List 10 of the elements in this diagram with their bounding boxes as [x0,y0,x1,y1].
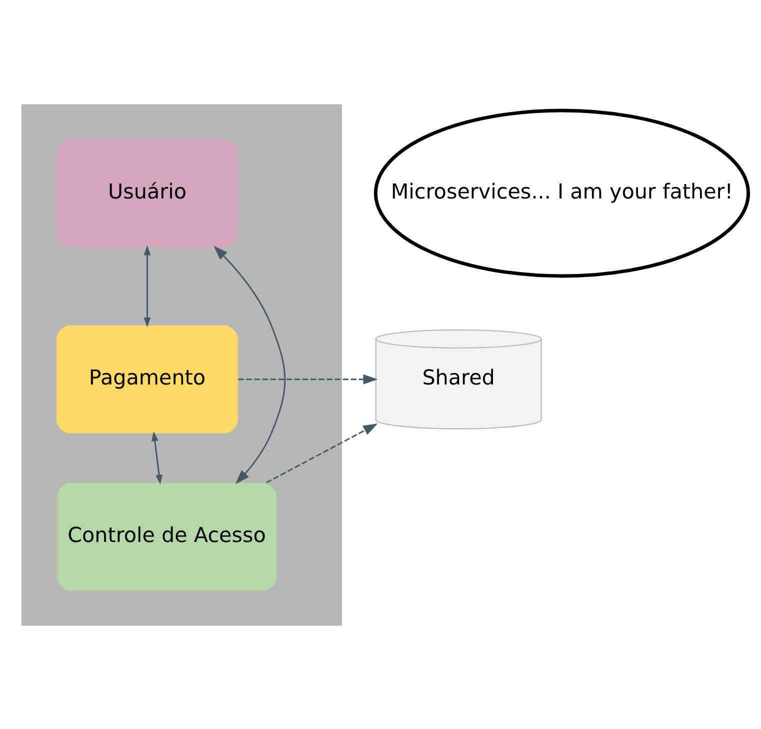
arrow [151,430,163,484]
arrow [144,244,151,327]
arrow [238,374,378,384]
node-box: Usuário [56,138,238,247]
arrow [266,422,378,483]
node-box: Pagamento [56,324,238,433]
node-box: Controle de Acesso [57,482,276,590]
arrow [213,245,286,484]
node-ellipse: Microservices... I am your father! [374,108,750,278]
cluster [21,104,342,626]
